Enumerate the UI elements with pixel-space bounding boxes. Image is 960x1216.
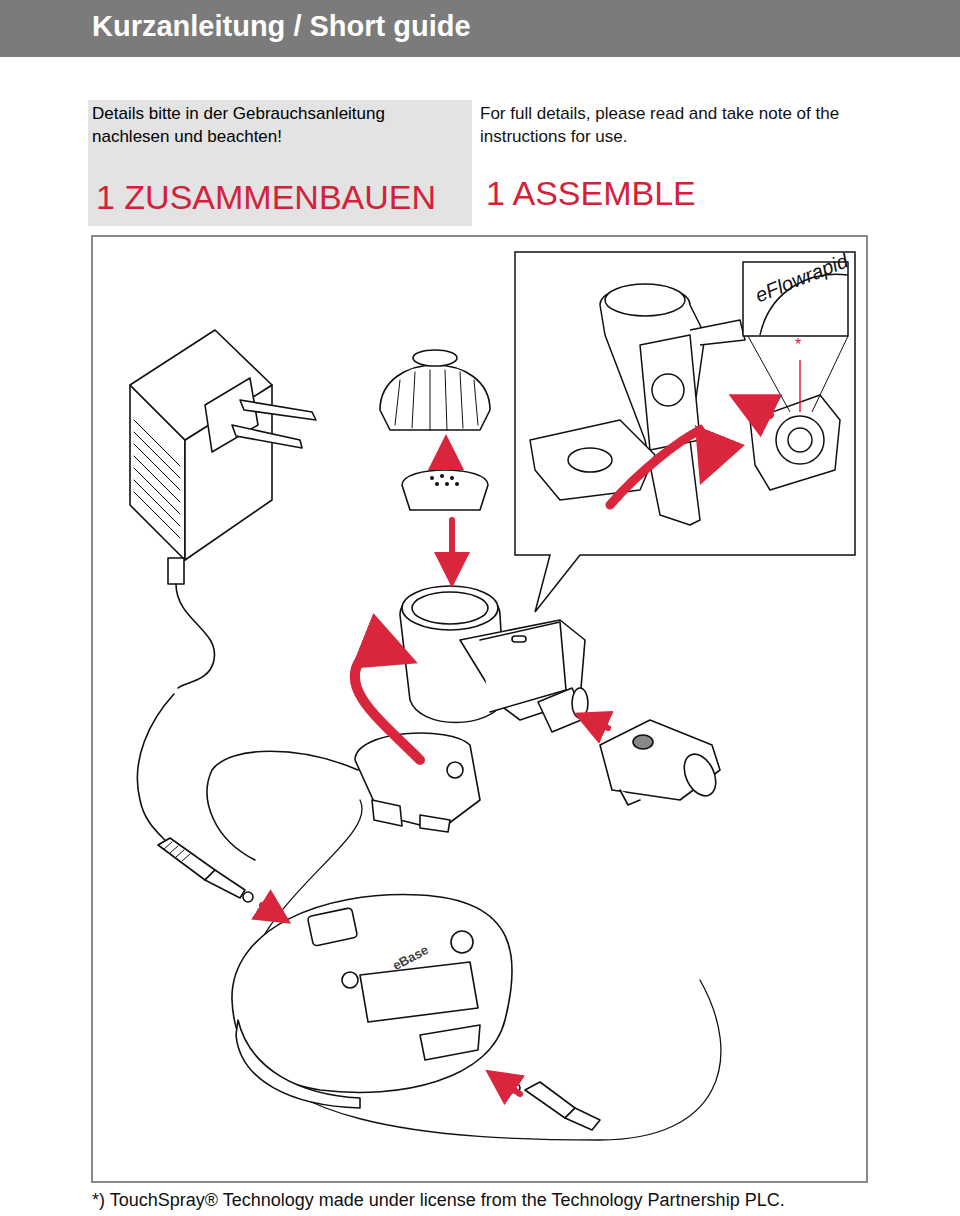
note-text: For full details, please read and take n… <box>480 102 880 148</box>
section-heading: 1 ASSEMBLE <box>486 174 696 213</box>
note-text: Details bitte in der Gebrauchsanleitung … <box>88 100 442 148</box>
footnote-mark: * <box>795 336 801 354</box>
footnote: *) TouchSpray® Technology made under lic… <box>92 1190 785 1211</box>
device-brand: eBase <box>390 942 431 973</box>
note-band: Details bitte in der Gebrauchsanleitung … <box>88 100 472 226</box>
page-title: Kurzanleitung / Short guide <box>92 10 471 43</box>
section-heading: 1 ZUSAMMENBAUEN <box>96 178 472 217</box>
product-name: eFlowrapid <box>752 249 851 307</box>
